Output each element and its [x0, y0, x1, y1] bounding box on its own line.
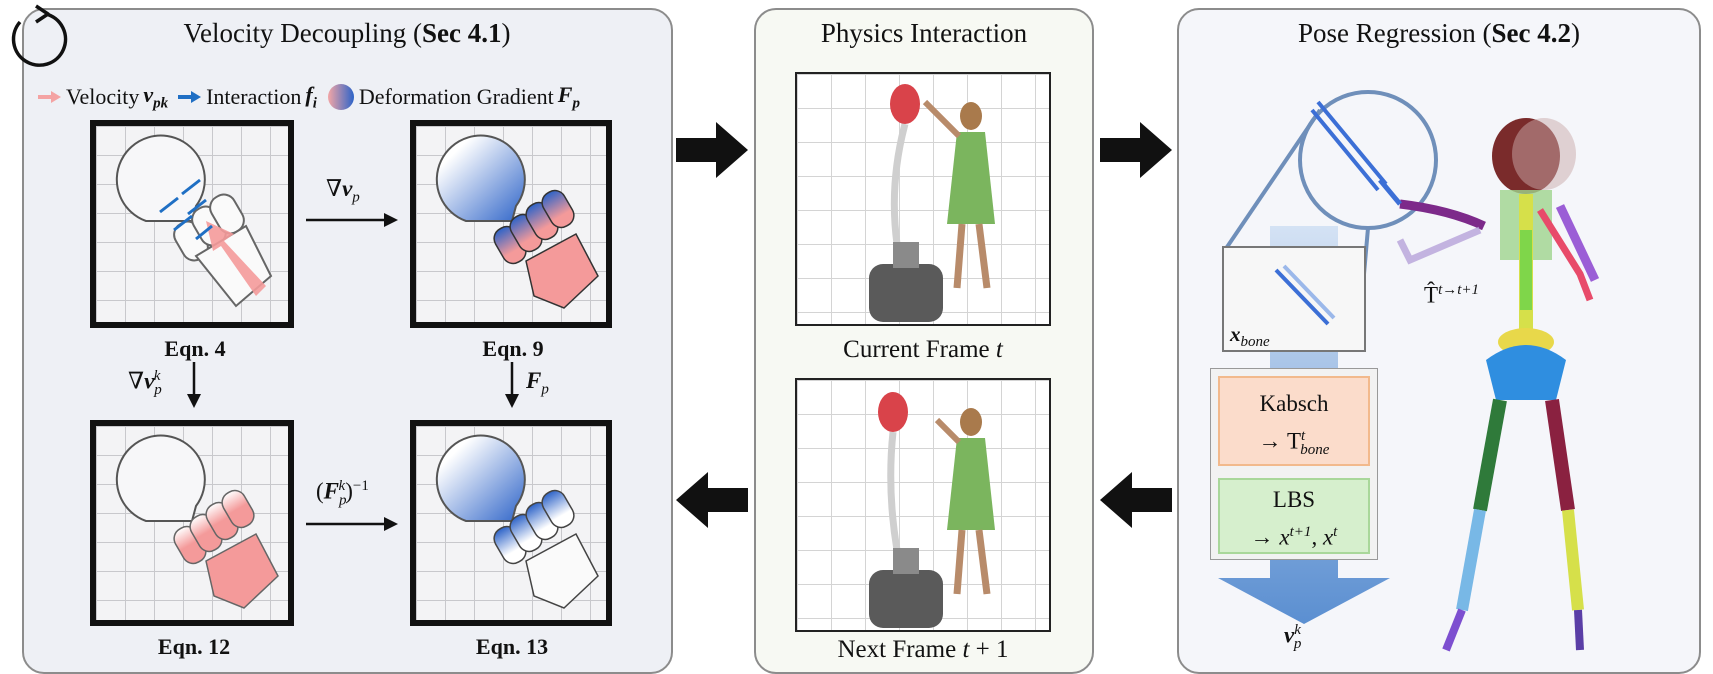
arrow-right-bottom	[306, 517, 398, 531]
grid-eqn-9	[410, 120, 612, 328]
skeleton-illustration	[1378, 118, 1600, 652]
current-frame-caption: Current Frame t	[843, 336, 1003, 363]
legend-interaction-symbol: fi	[305, 82, 317, 112]
velocity-arrow	[206, 221, 266, 296]
legend-velocity-symbol: vpk	[143, 82, 169, 112]
grid-eqn-4	[90, 120, 294, 328]
deformed-ball	[435, 134, 599, 309]
interaction-arrows	[159, 178, 213, 241]
arrow-down-left-label: ∇vpk	[128, 368, 162, 399]
bone-icon	[1274, 264, 1336, 326]
arrow-down-right	[505, 362, 519, 408]
ball-outline	[115, 134, 273, 308]
physics-panel-title: Physics Interaction	[820, 18, 1028, 48]
arrow-down-right-label: Fp	[526, 368, 549, 398]
bone-label: xbone	[1230, 322, 1270, 351]
bone-crop-box: xbone	[1222, 246, 1366, 352]
arrow-right-bottom-label: (Fpk)−1	[316, 478, 369, 509]
scene-next	[869, 392, 995, 628]
pose-panel-title: Pose Regression (Sec 4.2)	[1298, 18, 1580, 48]
hand-bones-icon	[1310, 100, 1388, 192]
gradient-circle-icon	[327, 84, 354, 111]
lbs-title: LBS	[1272, 487, 1316, 512]
next-frame-caption: Next Frame t + 1	[837, 636, 1009, 663]
grid-eqn-13	[410, 420, 612, 626]
lbs-output: → xt+1, xt	[1250, 524, 1338, 550]
velocity-panel-title: Velocity Decoupling (Sec 4.1)	[183, 18, 511, 48]
legend-gradient-label: Deformation Gradient	[358, 84, 554, 110]
ball-fist-13	[435, 434, 599, 609]
legend-velocity-label: Velocity	[66, 84, 140, 110]
scene-current	[869, 84, 995, 322]
arrow-right-top-label: ∇vp	[326, 176, 360, 206]
velocity-arrow-icon	[38, 91, 61, 104]
eqn-12-label: Eqn. 12	[157, 634, 231, 659]
arrow-right-top	[306, 213, 398, 227]
eqn-9-label: Eqn. 9	[482, 336, 544, 361]
eqn-4-label: Eqn. 4	[164, 336, 226, 361]
legend-interaction-label: Interaction	[206, 84, 302, 110]
grid-eqn-12	[90, 420, 294, 626]
legend: Velocity vpk Interaction fi Deformation …	[38, 82, 580, 112]
zoom-lens	[1223, 90, 1438, 321]
interaction-arrow-icon	[178, 91, 202, 104]
next-frame-image	[795, 378, 1051, 632]
legend-gradient-symbol: Fp	[557, 82, 580, 112]
output-velocity-label: vkp	[1284, 622, 1302, 653]
arrow-down-left	[187, 362, 201, 408]
ball-fist-12	[115, 434, 279, 609]
block-arrow-left-2	[1100, 472, 1172, 528]
block-arrow-right-1	[676, 122, 748, 178]
block-arrow-left-1	[676, 472, 748, 528]
kabsch-output: → Ttbone	[1258, 428, 1330, 459]
kabsch-title: Kabsch	[1259, 391, 1329, 416]
transform-label: T̂t→t+1	[1424, 282, 1480, 308]
fist-solid	[525, 232, 599, 309]
eqn-13-label: Eqn. 13	[475, 634, 549, 659]
current-frame-image	[795, 72, 1051, 326]
lbs-box: LBS → xt+1, xt	[1218, 478, 1370, 554]
cycle-icon	[11, 4, 68, 67]
kabsch-box: Kabsch → Ttbone	[1218, 376, 1370, 466]
block-arrow-right-2	[1100, 122, 1172, 178]
